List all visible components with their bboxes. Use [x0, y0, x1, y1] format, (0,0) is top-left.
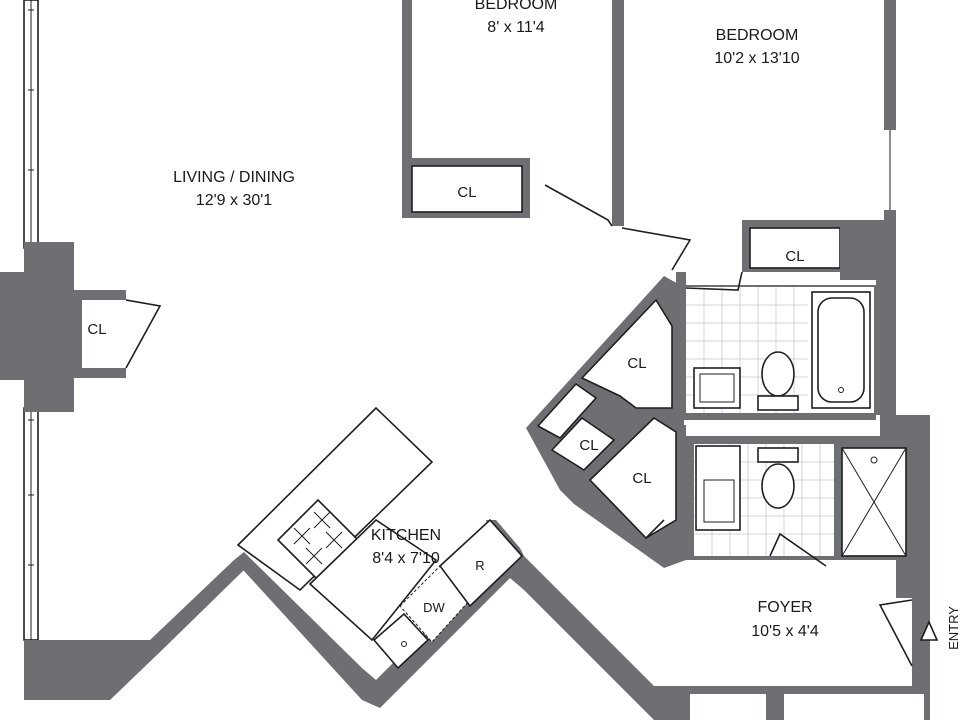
refrigerator-icon — [438, 518, 524, 608]
bedroom-2-name: BEDROOM — [716, 27, 799, 44]
bedroom-2-dims: 10'2 x 13'10 — [714, 50, 799, 67]
lower-left-wall — [24, 560, 244, 700]
dishwasher-label: DW — [423, 600, 445, 615]
bedroom-1-closet-label: CL — [457, 184, 476, 201]
hall-closet-upper-label: CL — [627, 355, 646, 372]
entry-label: ENTRY — [946, 606, 960, 650]
bottom-wall — [654, 686, 776, 720]
living-name: LIVING / DINING — [173, 169, 295, 186]
entry-arrow-icon — [919, 620, 939, 641]
bath-2-sink — [695, 445, 741, 531]
kitchen-counter — [236, 406, 524, 670]
bedroom-2-walls — [621, 0, 930, 700]
kitchen-name: KITCHEN — [371, 527, 441, 544]
bathroom-2 — [686, 436, 912, 567]
bedroom-1-name: BEDROOM — [475, 0, 558, 13]
bedroom-2-closet-label: CL — [785, 248, 804, 265]
hall-closet-lower-label: CL — [632, 470, 651, 487]
bath-1-sink — [693, 367, 741, 409]
kitchen-dims: 8'4 x 7'10 — [372, 550, 440, 567]
refrigerator-label: R — [475, 558, 484, 573]
foyer-name: FOYER — [757, 599, 812, 616]
kitchen-outer-wall — [234, 520, 670, 720]
hall-closet-small-label: CL — [579, 437, 598, 454]
bath-1-toilet — [761, 351, 795, 397]
bath-2-toilet — [757, 447, 799, 463]
living-closet — [0, 242, 162, 412]
bedroom-1-walls — [402, 0, 624, 227]
kitchen-sink-icon — [372, 612, 430, 670]
living-closet-label: CL — [87, 321, 106, 338]
living-dims: 12'9 x 30'1 — [196, 192, 272, 209]
bathtub — [811, 291, 871, 409]
foyer-dims: 10'5 x 4'4 — [751, 623, 819, 640]
bathroom-1 — [676, 271, 876, 425]
hall-closets — [526, 276, 686, 568]
entry-door — [878, 599, 939, 667]
bedroom-1-dims: 8' x 11'4 — [487, 19, 545, 36]
